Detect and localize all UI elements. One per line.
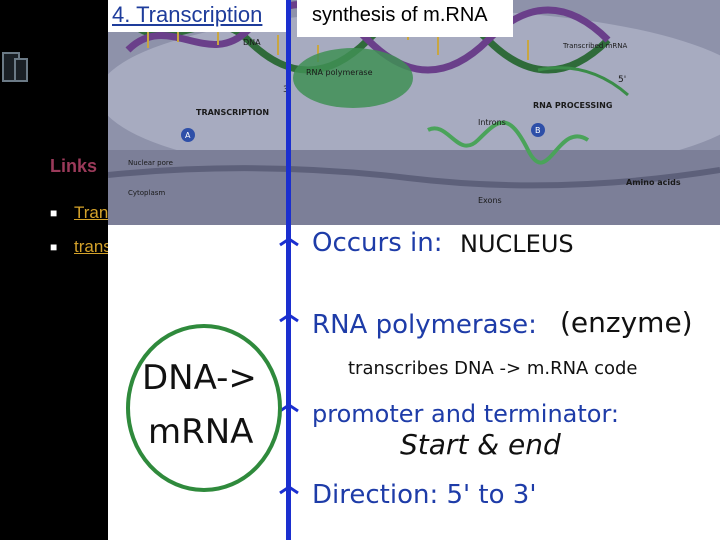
- label-amino-acids: Amino acids: [626, 178, 681, 187]
- label-transcribed-mrna: Transcribed mRNA: [562, 42, 628, 50]
- transcription-diagram: DNA RNA polymerase Transcribed mRNA TRAN…: [108, 0, 720, 225]
- label-dna: DNA: [243, 38, 261, 47]
- direction-label: Direction: 5' to 3': [312, 480, 537, 510]
- page-title: 4. Transcription: [112, 2, 263, 27]
- timeline-line: [286, 0, 291, 540]
- promoter-label: promoter and terminator:: [312, 400, 619, 428]
- label-rna-processing: RNA PROCESSING: [533, 101, 612, 110]
- label-introns: Introns: [478, 118, 506, 127]
- bullet-icon: ■: [50, 206, 58, 220]
- slide-decoration: [0, 40, 30, 90]
- label-exons: Exons: [478, 196, 502, 205]
- circle-text-top: DNA->: [142, 358, 257, 398]
- dna-mrna-circle: [126, 324, 282, 492]
- occurs-label: Occurs in:: [312, 228, 443, 258]
- notes-area: [108, 225, 720, 540]
- label-nuclear-pore: Nuclear pore: [128, 159, 173, 167]
- label-cytoplasm: Cytoplasm: [128, 189, 165, 197]
- page-subtitle: synthesis of m.RNA: [312, 4, 488, 26]
- subtitle-background: [297, 0, 513, 37]
- label-step-b: B: [535, 126, 541, 135]
- circle-text-bottom: mRNA: [148, 412, 254, 452]
- promoter-value: Start & end: [400, 428, 561, 461]
- links-heading: Links: [50, 156, 98, 176]
- bullet-icon: ■: [50, 240, 58, 254]
- label-5-prime: 5': [618, 75, 626, 85]
- rna-polymerase-label: RNA polymerase:: [312, 310, 537, 340]
- label-rna-polymerase: RNA polymerase: [306, 68, 373, 77]
- rna-polymerase-description: transcribes DNA -> m.RNA code: [348, 358, 638, 379]
- rna-polymerase-value: (enzyme): [560, 306, 693, 339]
- label-step-a: A: [185, 131, 191, 140]
- title-background: [108, 0, 286, 32]
- occurs-value: NUCLEUS: [460, 230, 574, 258]
- timeline-markers: [279, 237, 299, 495]
- label-transcription-heading: TRANSCRIPTION: [196, 108, 269, 117]
